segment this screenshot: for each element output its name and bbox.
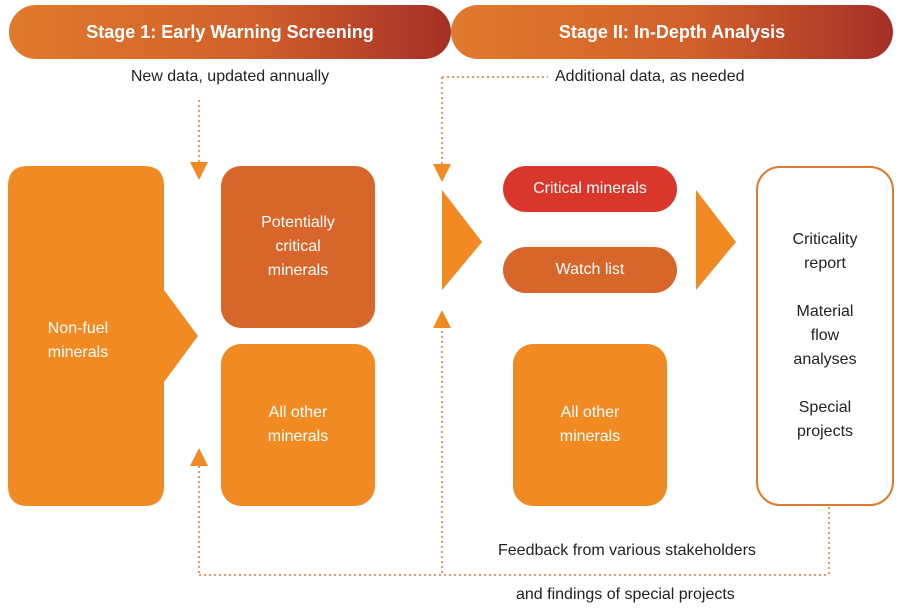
- critical-minerals-text: Critical minerals: [533, 180, 647, 197]
- watch-list-pill: Watch list: [503, 247, 677, 293]
- up-arrow-icon: [433, 310, 451, 328]
- material-flow-analyses-text: Material flow analyses: [793, 303, 857, 368]
- potentially-critical-minerals-box: Potentially critical minerals: [221, 166, 375, 328]
- chevron-right-icon: [442, 190, 482, 290]
- all-other-minerals-text-stage-1: All other minerals: [267, 404, 329, 445]
- stage-2-banner: Stage II: In-Depth Analysis: [451, 5, 893, 59]
- non-fuel-minerals-label: Non-fuel minerals: [8, 306, 148, 376]
- stage-2-caption: Additional data, as needed: [555, 68, 745, 85]
- feedback-caption-line-1: Feedback from various stakeholders: [498, 542, 756, 559]
- all-other-minerals-box-stage-1: All other minerals: [221, 344, 375, 506]
- stage-1-banner: Stage 1: Early Warning Screening: [9, 5, 451, 59]
- outputs-box: Criticality report Material flow analyse…: [756, 166, 894, 506]
- feedback-caption-line-2: and findings of special projects: [516, 586, 735, 603]
- all-other-minerals-text-stage-2: All other minerals: [559, 404, 621, 445]
- up-arrow-icon: [190, 448, 208, 466]
- chevron-right-icon: [696, 190, 736, 290]
- non-fuel-minerals-box: [8, 166, 198, 506]
- down-arrow-icon: [190, 162, 208, 180]
- potentially-critical-minerals-text: Potentially critical minerals: [261, 214, 335, 279]
- criticality-report-text: Criticality report: [792, 231, 858, 272]
- stage-1-caption: New data, updated annually: [130, 68, 330, 85]
- non-fuel-minerals-text: Non-fuel minerals: [47, 320, 109, 361]
- special-projects-text: Special projects: [796, 399, 854, 440]
- all-other-minerals-box-stage-2: All other minerals: [513, 344, 667, 506]
- watch-list-text: Watch list: [555, 261, 625, 278]
- down-arrow-icon: [433, 164, 451, 182]
- stage-1-title: Stage 1: Early Warning Screening: [86, 21, 374, 42]
- critical-minerals-pill: Critical minerals: [503, 166, 677, 212]
- stage-2-title: Stage II: In-Depth Analysis: [558, 21, 786, 42]
